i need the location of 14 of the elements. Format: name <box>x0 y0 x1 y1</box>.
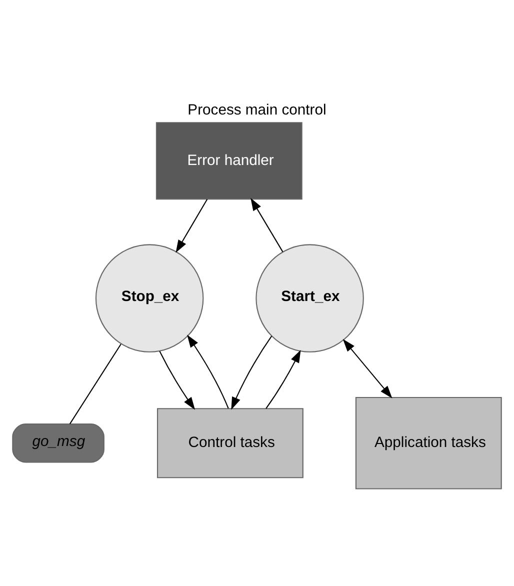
node-box: Application tasks <box>355 396 502 489</box>
arrow <box>266 349 301 408</box>
node-box: go_msg <box>12 423 104 462</box>
node-box: Control tasks <box>156 408 304 478</box>
arrow <box>342 338 392 398</box>
connector <box>69 343 122 424</box>
arrow <box>176 198 208 252</box>
arrow <box>250 197 284 252</box>
arrow <box>187 334 229 408</box>
arrow <box>231 335 272 410</box>
arrow <box>159 350 196 410</box>
node-circle: Stop_ex <box>95 244 204 352</box>
node-box: Error handler <box>156 122 302 200</box>
diagram-title: Process main control <box>188 102 326 118</box>
